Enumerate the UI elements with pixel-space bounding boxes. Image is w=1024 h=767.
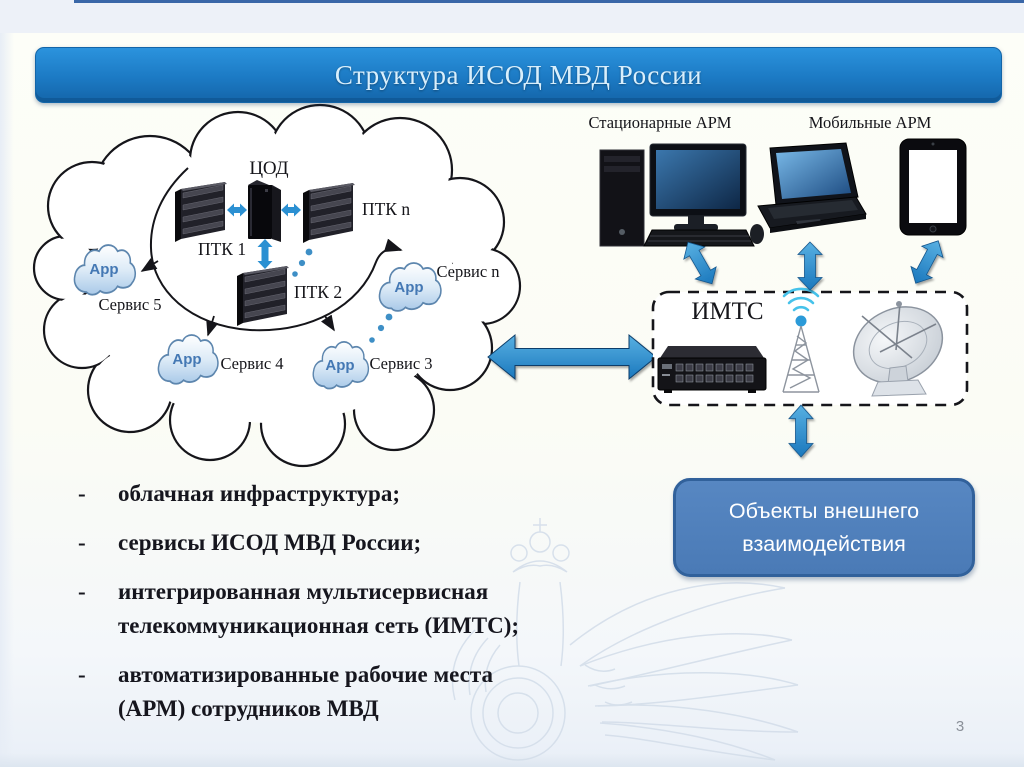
app-label: App: [89, 261, 119, 278]
ptkn-label: ПТК n: [361, 199, 411, 219]
service3-label: Сервис 3: [369, 354, 433, 373]
left-edge-shade: [0, 33, 14, 767]
bullet-marker: -: [78, 481, 86, 506]
ptk2-label: ПТК 2: [293, 282, 343, 302]
bullet-text: сервисы ИСОД МВД России;: [118, 530, 422, 555]
list-item: - интегрированная мультисервисная телеко…: [78, 575, 530, 643]
mobile-arm-label: Мобильные АРМ: [808, 113, 932, 132]
bullet-text: интегрированная мультисервисная телекомм…: [118, 579, 520, 638]
slide-title: Структура ИСОД МВД России: [334, 59, 703, 90]
service-arrows: [140, 258, 335, 337]
cloud-imts-double-arrow: [487, 333, 657, 381]
bullet-marker: -: [78, 579, 86, 604]
radio-tower-icon: [782, 287, 820, 393]
dc-label: ЦОД: [249, 158, 289, 179]
app-label: App: [172, 351, 202, 368]
satellite-dish-icon: [852, 301, 944, 397]
page-number: 3: [955, 718, 965, 735]
bullet-text: автоматизированные рабочие места (АРМ) с…: [118, 662, 493, 721]
inner-ring-arc: [149, 167, 403, 332]
bullet-list: - облачная инфраструктура; - сервисы ИСО…: [78, 477, 530, 741]
desktop-computer-icon: [599, 143, 764, 247]
list-item: - автоматизированные рабочие места (АРМ)…: [78, 658, 530, 726]
mvd-eagle-emblem-watermark: [451, 518, 799, 761]
imts-label: ИМТС: [691, 298, 764, 325]
datacenter-tower-icon: [248, 180, 281, 242]
bullet-marker: -: [78, 530, 86, 555]
dotted-trail: [292, 248, 393, 343]
list-item: - облачная инфраструктура;: [78, 477, 530, 511]
service4-label: Сервис 4: [220, 354, 284, 373]
ptk1-label: ПТК 1: [197, 239, 247, 259]
bullet-text: облачная инфраструктура;: [118, 481, 401, 506]
tablet-icon: [899, 138, 967, 236]
app-label: App: [325, 357, 355, 374]
external-objects-label: Объекты внешнего взаимодействия: [728, 499, 920, 556]
laptop-icon: [757, 142, 867, 233]
slide-title-banner: Структура ИСОД МВД России: [35, 47, 1002, 103]
bullet-marker: -: [78, 662, 86, 687]
list-item: - сервисы ИСОД МВД России;: [78, 526, 530, 560]
stationary-arm-label: Стационарные АРМ: [588, 113, 732, 132]
app-label: App: [394, 279, 424, 296]
top-accent-line: [74, 0, 1024, 3]
top-strip: [0, 0, 1024, 33]
servicen-label: Сервис n: [436, 262, 500, 281]
network-switch-icon: [657, 346, 767, 393]
service5-label: Сервис 5: [98, 295, 162, 314]
external-objects-box: Объекты внешнего взаимодействия: [673, 478, 975, 577]
